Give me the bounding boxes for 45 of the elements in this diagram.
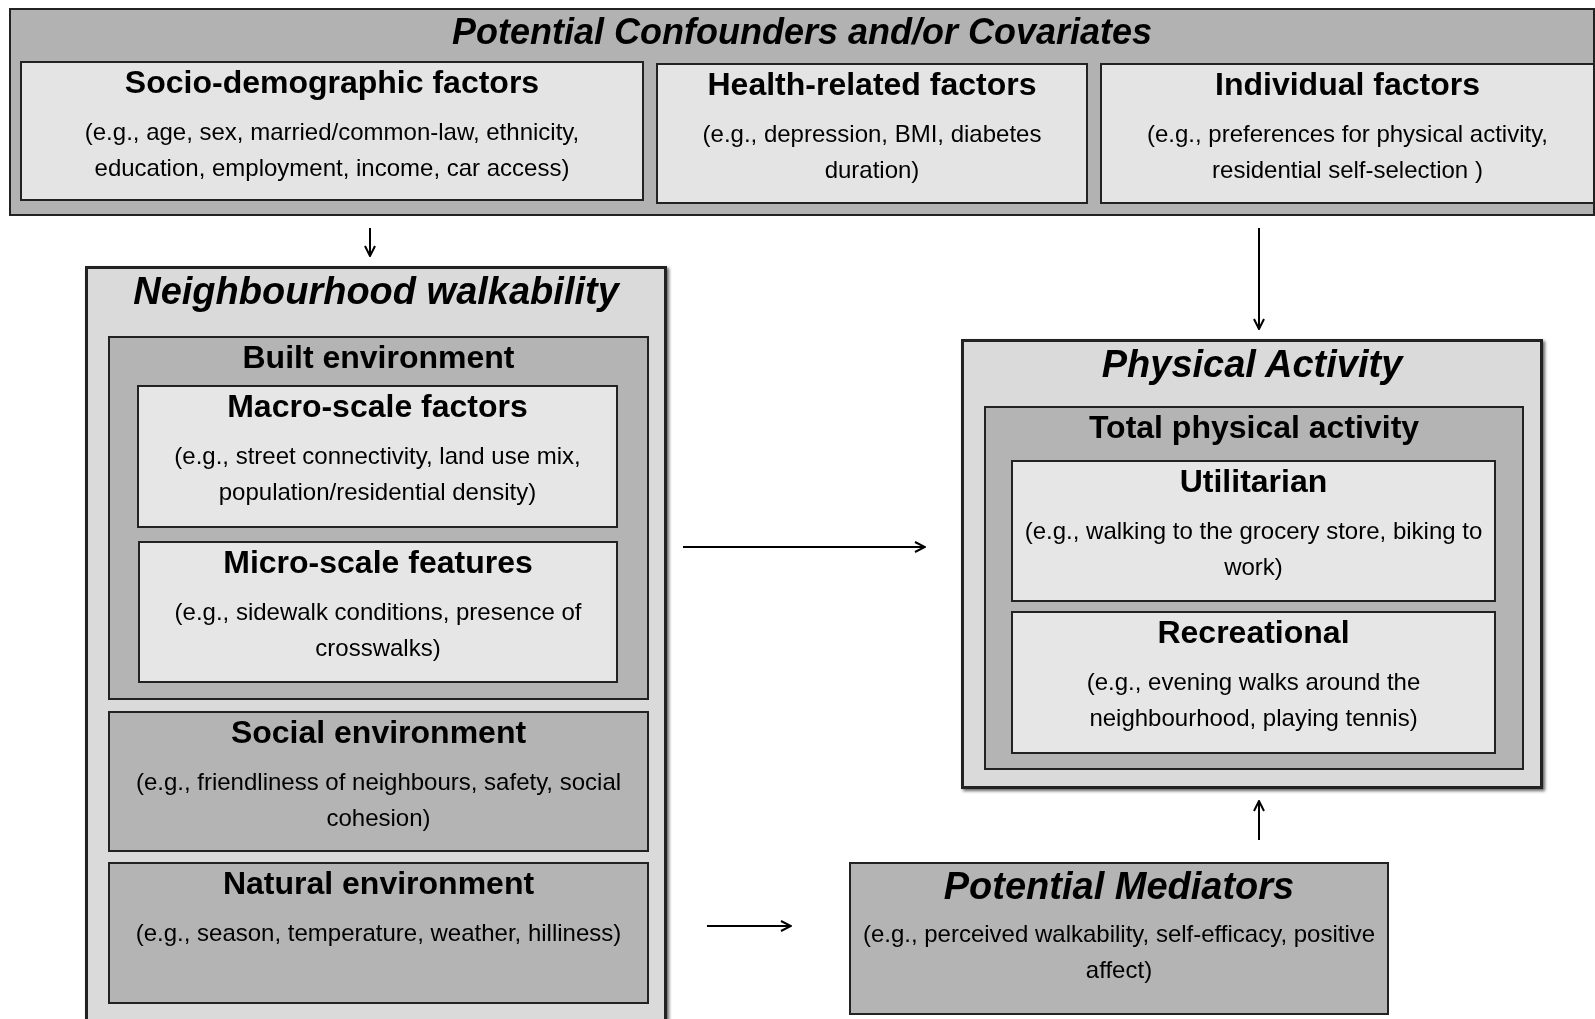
factor-box: [1100, 63, 1595, 204]
category-box: [1011, 460, 1496, 602]
description: (e.g., street connectivity, land use mix, population/residential density): [173, 441, 582, 508]
heading: Neighbourhood walkability: [132, 271, 622, 313]
heading: Natural environment: [221, 866, 536, 902]
category-box: [1011, 611, 1496, 754]
factor-box: [137, 385, 618, 528]
arrow: [364, 227, 376, 257]
group-box: [984, 406, 1524, 770]
description: (e.g., perceived walkability, self-efficacy, positive affect): [861, 918, 1377, 985]
arrow: [706, 920, 792, 932]
heading: Macro-scale factors: [226, 389, 529, 425]
description: (e.g., season, temperature, weather, hilliness): [134, 918, 623, 949]
group-box: [85, 266, 667, 1019]
heading: Socio-demographic factors: [123, 65, 541, 101]
mediator-box: [849, 862, 1389, 1015]
factor-box: [138, 541, 618, 683]
factor-box: [656, 63, 1088, 204]
description: (e.g., walking to the grocery store, biking to work): [1023, 516, 1484, 583]
heading: Potential Confounders and/or Covariates: [450, 12, 1154, 52]
heading: Individual factors: [1214, 67, 1481, 103]
arrow: [1253, 227, 1265, 330]
heading: Built environment: [241, 340, 516, 376]
factor-box: [20, 61, 644, 201]
heading: Recreational: [1156, 615, 1351, 651]
factor-box: [108, 862, 649, 1004]
arrow: [1253, 800, 1265, 841]
heading: Micro-scale features: [222, 545, 534, 581]
description: (e.g., depression, BMI, diabetes duration): [701, 119, 1043, 186]
description: (e.g., evening walks around the neighbourhood, playing tennis): [1085, 667, 1422, 734]
description: (e.g., preferences for physical activity, residential self-selection ): [1145, 119, 1550, 186]
band: [9, 8, 1595, 216]
heading: Potential Mediators: [942, 866, 1296, 908]
heading: Physical Activity: [1100, 344, 1405, 386]
factor-box: [108, 711, 649, 852]
description: (e.g., age, sex, married/common-law, ethnicity, education, employment, income, car access): [83, 117, 581, 184]
heading: Health-related factors: [706, 67, 1038, 103]
description: (e.g., sidewalk conditions, presence of crosswalks): [173, 597, 583, 664]
description: (e.g., friendliness of neighbours, safety, social cohesion): [134, 767, 623, 834]
group-box: [108, 336, 649, 700]
heading: Utilitarian: [1178, 464, 1329, 500]
group-box: [961, 339, 1543, 789]
heading: Social environment: [229, 715, 528, 751]
arrow: [682, 541, 926, 553]
heading: Total physical activity: [1087, 410, 1421, 446]
